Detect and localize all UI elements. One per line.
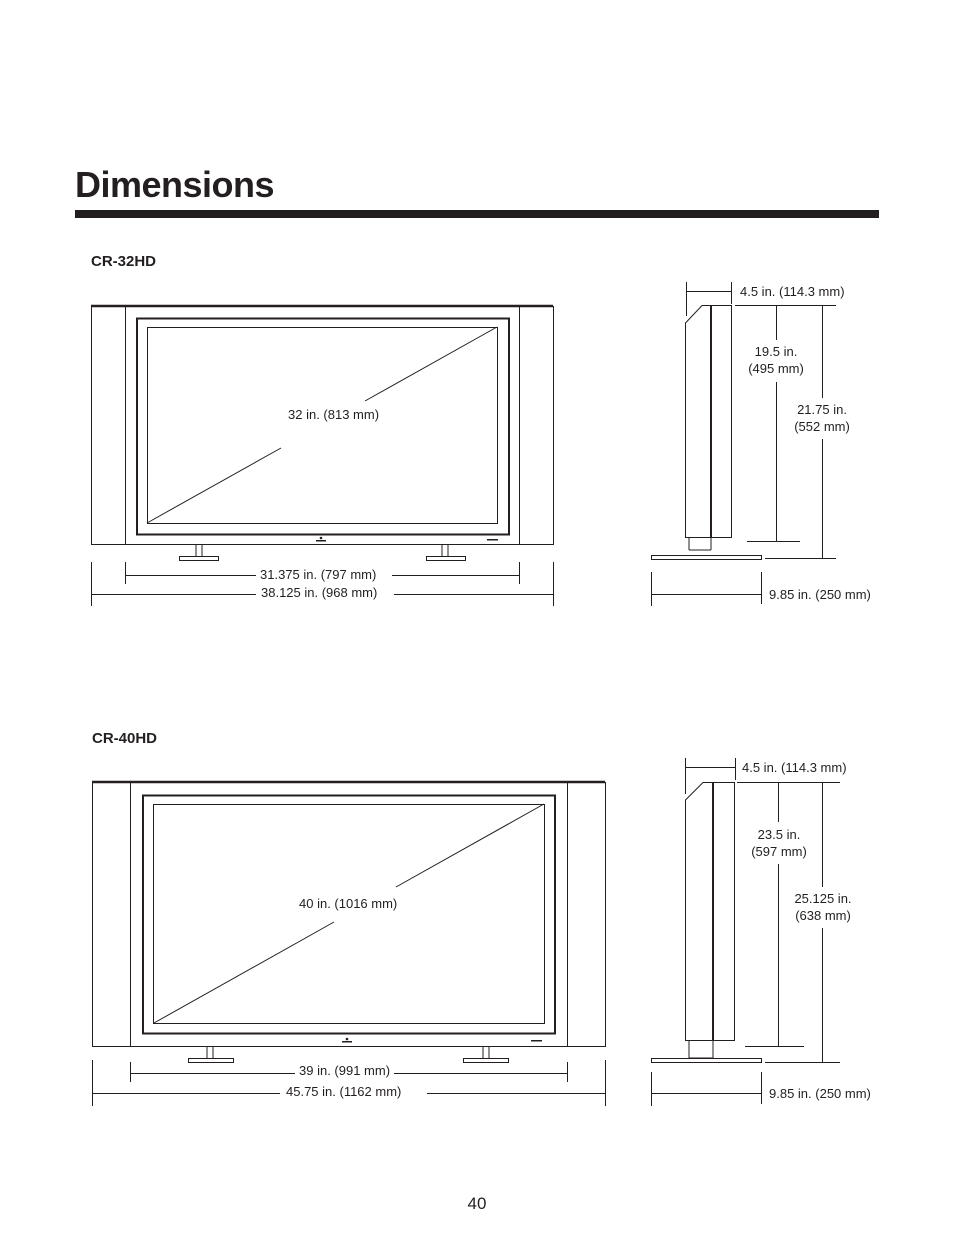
cr32-stand-depth-label: 9.85 in. (250 mm) (769, 587, 871, 602)
cr40-overall-height-dimension (765, 782, 840, 1063)
cr32-side-base (651, 555, 762, 560)
cr40-model-badge (531, 1040, 542, 1042)
cr32-overall-height-mm: (552 mm) (794, 419, 850, 434)
cr40-depth-label: 4.5 in. (114.3 mm) (742, 760, 847, 775)
page-title: Dimensions (75, 164, 275, 205)
cr40-screen-height-dimension (737, 782, 804, 1047)
cr32-side-body (685, 305, 711, 538)
cr32-depth-dimension (686, 282, 732, 316)
cr40-bezel (142, 794, 556, 1035)
cr32-bezel (136, 317, 510, 536)
cr40-overall-width-label: 45.75 in. (1162 mm) (286, 1084, 402, 1099)
cr40-diagonal-upper (395, 803, 545, 888)
cr40-logo-wordmark (342, 1041, 352, 1043)
cr40-stand-depth-label: 9.85 in. (250 mm) (769, 1086, 871, 1101)
cr40-screen-height-mm: (597 mm) (751, 844, 807, 859)
cr40-side-rear (713, 782, 735, 1041)
cr32-screen-height-inches: 19.5 in. (754, 344, 798, 359)
cr32-screen-height-mm: (495 mm) (748, 361, 804, 376)
cr40-right-foot (463, 1047, 509, 1063)
page-number: 40 (467, 1194, 487, 1213)
cr32-overall-width-label: 38.125 in. (968 mm) (261, 585, 378, 600)
cr32-screen (147, 327, 498, 524)
cr32-model-badge (487, 539, 498, 541)
cr40-model-heading: CR-40HD (92, 730, 158, 747)
title-rule (75, 210, 879, 218)
cr40-side-view (651, 758, 840, 1106)
cr32-right-foot (426, 545, 466, 561)
cr40-screen-height-label: 23.5 in. (597 mm) (741, 826, 817, 860)
cr40-overall-height-mm: (638 mm) (795, 908, 851, 923)
cr32-overall-width-dimension (91, 562, 554, 606)
cr40-logo-emblem (345, 1037, 349, 1041)
cr32-overall-height-dimension (765, 305, 836, 559)
cr40-stand-depth-dimension (651, 1072, 762, 1106)
cr32-screen-height-label: 19.5 in. (495 mm) (738, 343, 814, 377)
cr32-logo-wordmark (316, 540, 326, 542)
cr32-depth-label: 4.5 in. (114.3 mm) (740, 284, 845, 299)
cr40-outer-frame (92, 782, 606, 1047)
cr32-side-view (651, 282, 836, 606)
cr40-diagonal-lower (153, 921, 335, 1024)
cr40-side-base (651, 1058, 762, 1063)
cr32-screen-width-dimension (125, 562, 520, 584)
cr32-diagonal-lower (146, 447, 282, 524)
cr40-front-view (92, 780, 606, 1106)
cr32-left-foot (179, 545, 219, 561)
cr40-screen-height-inches: 23.5 in. (757, 827, 801, 842)
cr40-depth-dimension (685, 758, 736, 794)
cr40-overall-width-dimension (92, 1060, 606, 1106)
cr40-diagonal-label: 40 in. (1016 mm) (299, 896, 398, 911)
cr32-screen-height-dimension (735, 305, 800, 542)
cr40-left-foot (188, 1047, 234, 1063)
cr40-screen-width-label: 39 in. (991 mm) (295, 1062, 395, 1079)
cr32-diagonal-upper (364, 326, 498, 402)
cr32-overall-height-label: 21.75 in. (552 mm) (784, 401, 860, 435)
cr32-front-view (91, 304, 554, 606)
cr40-side-body (685, 782, 713, 1041)
cr32-stand-depth-dimension (651, 572, 762, 606)
cr32-diagonal-label: 32 in. (813 mm) (288, 407, 380, 422)
cr32-side-rear (711, 305, 732, 538)
cr40-screen (153, 804, 545, 1024)
cr32-outer-frame (91, 306, 554, 545)
cr32-screen-width-label: 31.375 in. (797 mm) (260, 567, 377, 582)
cr32-model-heading: CR-32HD (91, 253, 157, 270)
cr32-logo-emblem (319, 536, 323, 540)
cr40-overall-height-inches: 25.125 in. (794, 891, 852, 906)
cr40-overall-height-label: 25.125 in. (638 mm) (785, 890, 861, 924)
cr32-overall-height-inches: 21.75 in. (797, 402, 847, 417)
